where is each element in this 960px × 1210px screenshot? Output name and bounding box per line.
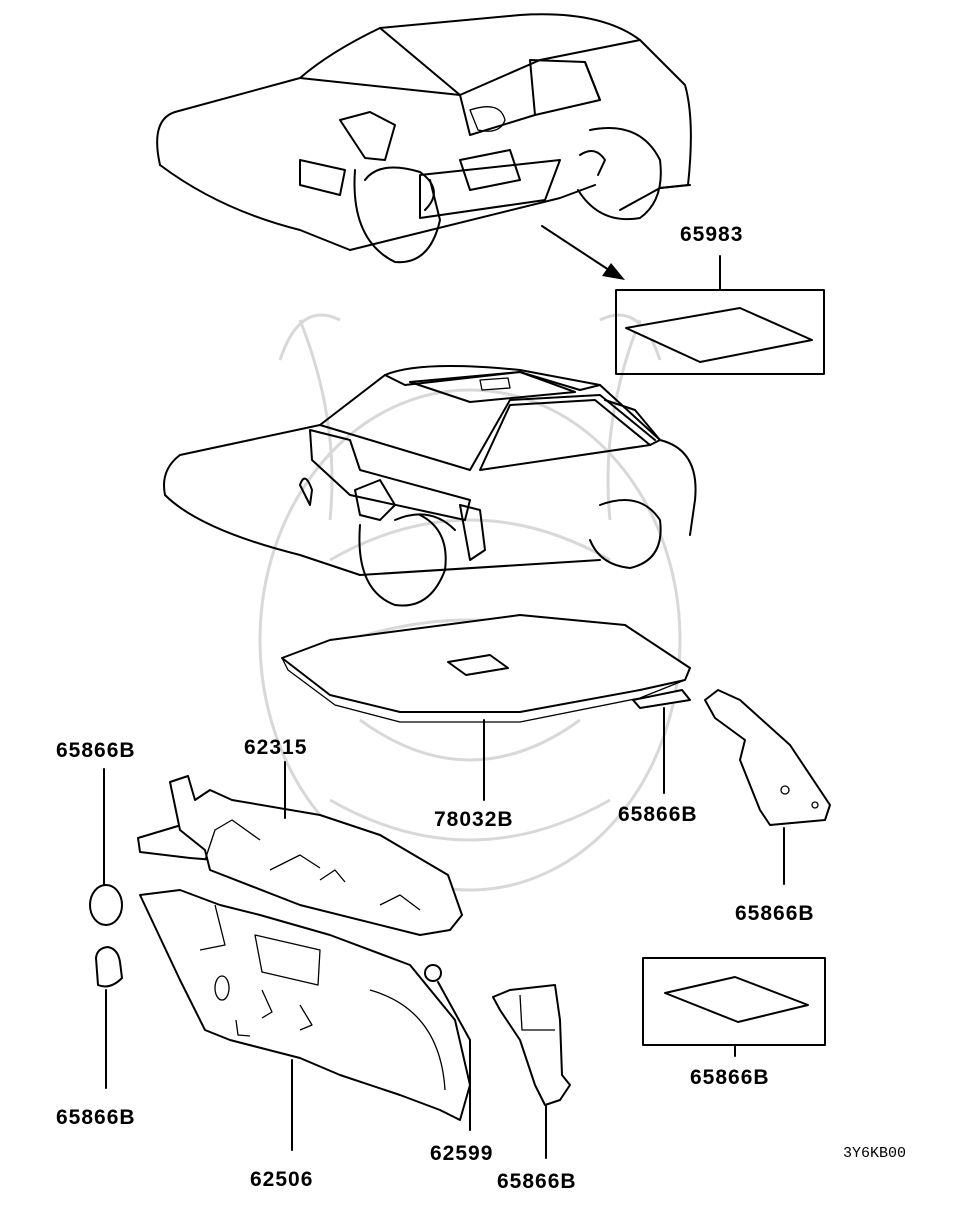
part-62599-clip xyxy=(424,964,471,1131)
label-65866B-mid: 65866B xyxy=(618,803,698,826)
part-box-65866B xyxy=(642,957,826,1057)
top-car-illustration xyxy=(156,13,692,264)
label-65866B-box: 65866B xyxy=(690,1066,770,1089)
part-box-65983 xyxy=(615,255,825,375)
label-65866B-right-panel: 65866B xyxy=(735,902,815,925)
part-grommet-round xyxy=(89,768,123,926)
callout-arrow xyxy=(541,225,625,280)
label-65983: 65983 xyxy=(680,223,743,246)
label-62599: 62599 xyxy=(430,1142,493,1165)
label-78032B: 78032B xyxy=(434,808,514,831)
label-65866B-bottom: 65866B xyxy=(497,1170,577,1193)
label-62315: 62315 xyxy=(244,736,307,759)
part-bottom-insulator xyxy=(492,984,571,1159)
label-65866B-top-left: 65866B xyxy=(56,739,136,762)
part-grommet-shaped xyxy=(95,946,123,1089)
drawing-code: 3Y6KB00 xyxy=(843,1145,906,1162)
middle-car-illustration xyxy=(163,365,697,607)
part-62506-panel xyxy=(139,889,471,1151)
label-62506: 62506 xyxy=(250,1168,313,1191)
part-78032B-pad xyxy=(281,614,691,801)
part-62315-panel xyxy=(137,761,463,936)
label-65866B-bottom-left: 65866B xyxy=(56,1106,136,1129)
part-right-panel xyxy=(704,689,831,885)
